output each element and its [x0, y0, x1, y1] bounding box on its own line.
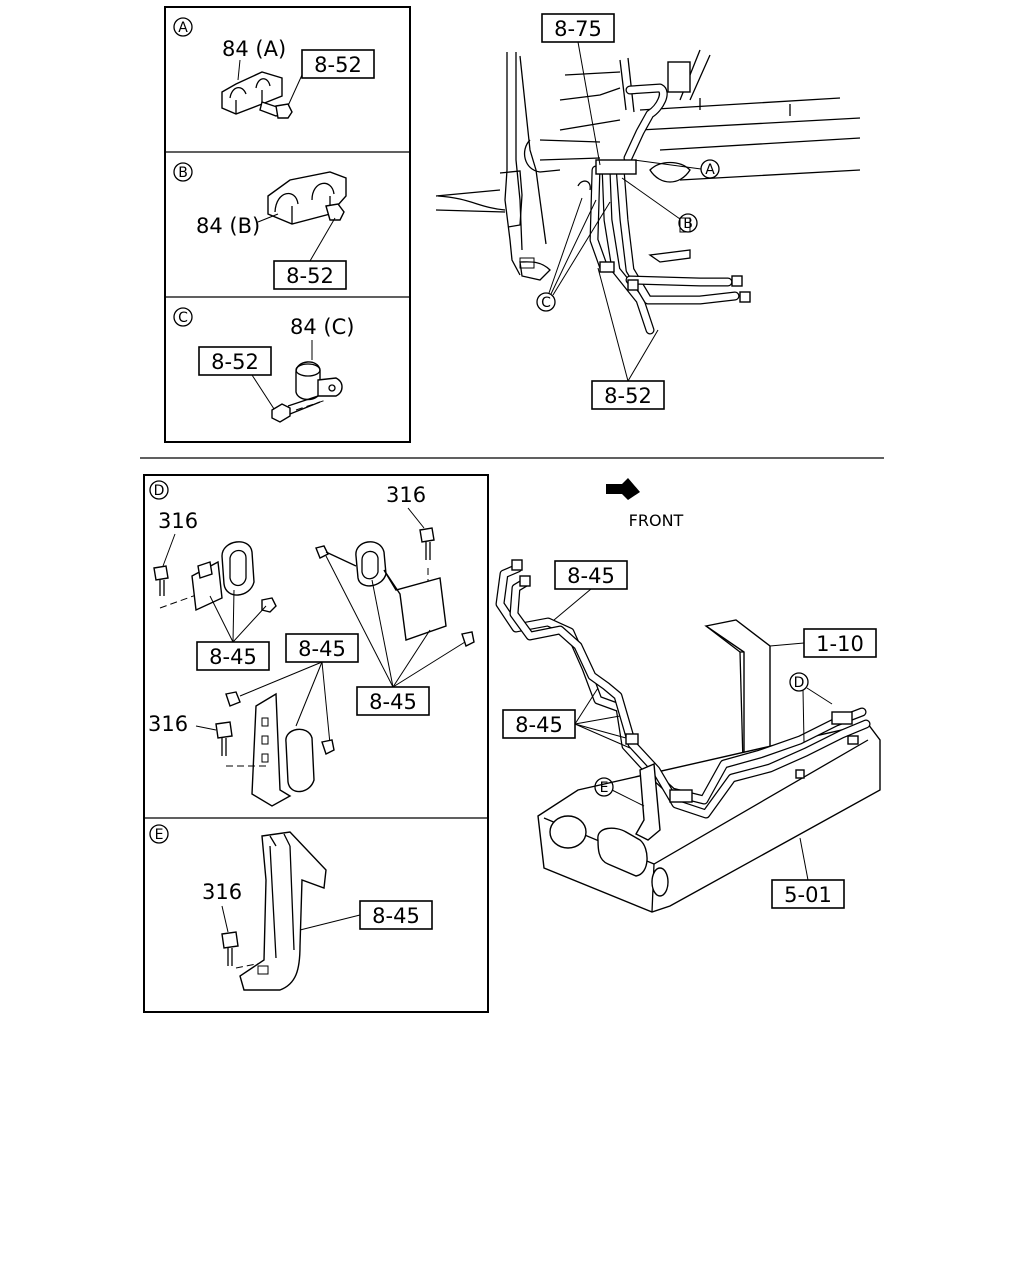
ref-box-8-52-upper [591, 380, 665, 410]
frame-rail-drawing [537, 723, 881, 913]
detail-frame-de [143, 474, 489, 1013]
callout-b [678, 213, 698, 233]
ref-label-a: 8-52 [314, 53, 362, 77]
detail-panel-a: A 84 (A) 8-52 [173, 17, 375, 119]
detail-marker-c-text: C [178, 310, 188, 326]
callout-c [536, 292, 556, 312]
callout-d-text: D [794, 675, 805, 691]
clamp-d-1 [191, 541, 277, 613]
bolt-e [221, 931, 239, 966]
ref-label-b: 8-52 [286, 264, 334, 288]
detail-marker-d-text: D [154, 483, 165, 499]
bolt-d-2 [419, 527, 435, 560]
clamp-d-2 [315, 541, 475, 647]
detail-marker-a [173, 17, 193, 37]
ref-box-b [273, 260, 347, 290]
clamp-84b-drawing [267, 171, 347, 225]
clamp-a-label: 84 (A) [222, 37, 286, 61]
ref-label-8-45-mid: 8-45 [515, 713, 563, 737]
bracket-upper [667, 61, 691, 93]
ref-label-5-01: 5-01 [784, 883, 832, 907]
ref-box-d-2 [285, 633, 359, 663]
front-arrow-icon [606, 478, 640, 500]
clamp-b-label: 84 (B) [196, 214, 260, 238]
ref-label-e: 8-45 [372, 904, 420, 928]
callout-b-text: B [683, 216, 693, 232]
bolt-d-3 [215, 721, 233, 756]
ref-label-8-45-top: 8-45 [567, 564, 615, 588]
detail-frame-abc [164, 6, 411, 443]
ref-label-c: 8-52 [211, 350, 259, 374]
clamp-c-label: 84 (C) [290, 315, 354, 339]
ref-label-8-75: 8-75 [554, 17, 602, 41]
upper-assembly-view: 8-75 A B C 8-52 [435, 13, 861, 410]
ref-box-8-45-top [554, 560, 628, 590]
ref-box-c [198, 346, 272, 376]
bolt-label-d-2: 316 [386, 483, 426, 507]
detail-marker-c [173, 307, 193, 327]
bolt-label-d-3: 316 [148, 712, 188, 736]
detail-marker-e-text: E [155, 827, 164, 843]
callout-d [789, 672, 809, 692]
ref-box-e [359, 900, 433, 930]
lower-hoses [495, 563, 871, 819]
detail-marker-e [149, 824, 169, 844]
ref-box-5-01 [771, 879, 845, 909]
bolt-label-d-1: 316 [158, 509, 198, 533]
callout-c-text: C [541, 295, 551, 311]
detail-marker-b-text: B [178, 165, 188, 181]
detail-panel-d: D 316 8-45 316 [148, 480, 475, 807]
detail-panel-c: C 84 (C) 8-52 [173, 307, 354, 423]
callout-a-text: A [705, 162, 715, 178]
ref-label-d-2: 8-45 [298, 637, 346, 661]
upper-hoses [589, 83, 740, 335]
callout-e-text: E [600, 780, 609, 796]
ref-box-8-45-mid [502, 709, 576, 739]
ref-label-d-3: 8-45 [369, 690, 417, 714]
detail-marker-b [173, 162, 193, 182]
ref-box-a [301, 49, 375, 79]
bracket-e [239, 831, 327, 991]
bolt-label-e: 316 [202, 880, 242, 904]
detail-marker-a-text: A [178, 20, 188, 36]
ref-label-1-10: 1-10 [816, 632, 864, 656]
clamp-84c-drawing [271, 361, 343, 423]
ref-label-d-1: 8-45 [209, 645, 257, 669]
lower-assembly-view: FRONT 1-10 5-01 [495, 478, 881, 913]
detail-panel-b: B 84 (B) 8-52 [173, 162, 347, 290]
detail-marker-d [149, 480, 169, 500]
callout-e [594, 777, 614, 797]
detail-panel-e: E 316 8-45 [149, 824, 433, 991]
bracket-d [225, 691, 335, 807]
front-label: FRONT [629, 511, 684, 530]
ref-box-d-1 [196, 641, 270, 671]
ref-label-8-52-upper: 8-52 [604, 384, 652, 408]
bolt-d-1 [153, 565, 169, 596]
clamp-84a-drawing [221, 71, 293, 119]
